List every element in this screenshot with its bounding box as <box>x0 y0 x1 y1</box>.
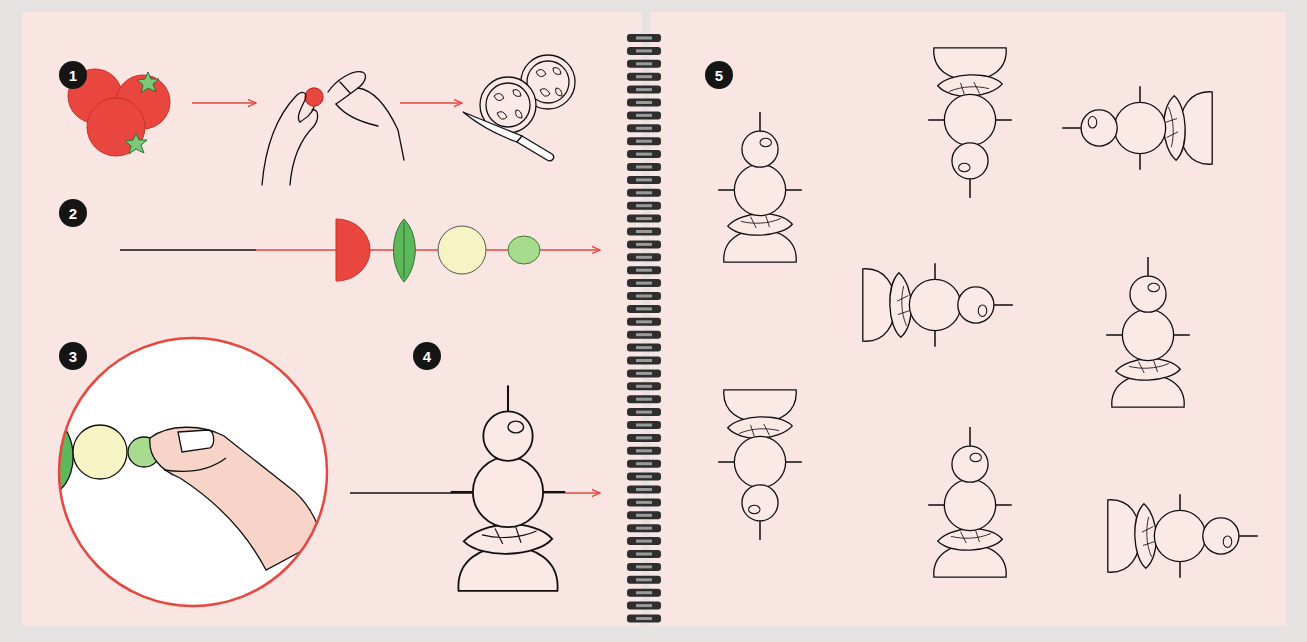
spiral-coil <box>627 369 661 377</box>
spiral-coil <box>627 473 661 481</box>
callout-number: 4 <box>413 342 441 370</box>
spiral-coil <box>627 60 661 68</box>
spiral-coil <box>627 460 661 468</box>
spiral-binding <box>627 34 661 623</box>
spiral-coil <box>627 215 661 223</box>
step-number: 3 <box>59 342 87 370</box>
spiral-coil <box>627 318 661 326</box>
spiral-coil <box>627 292 661 300</box>
spiral-coil <box>627 563 661 571</box>
spiral-coil <box>627 86 661 94</box>
skewer-arrangement <box>718 48 1258 578</box>
spiral-coil <box>627 305 661 313</box>
step-arrow <box>192 102 256 103</box>
spiral-coil <box>627 124 661 132</box>
spiral-coil <box>627 486 661 494</box>
spiral-coil <box>627 189 661 197</box>
spiral-coil <box>627 47 661 55</box>
spiral-coil <box>627 550 661 558</box>
spiral-coil <box>627 589 661 597</box>
hands-removing-stem <box>262 72 404 185</box>
spiral-coil <box>627 357 661 365</box>
spiral-coil <box>627 163 661 171</box>
spiral-coil <box>627 615 661 623</box>
spiral-coil <box>627 408 661 416</box>
zoom-detail <box>54 338 327 606</box>
step-number: 4 <box>413 342 441 370</box>
knife-and-slices <box>463 55 575 161</box>
spiral-coil <box>627 498 661 506</box>
spiral-coil <box>627 73 661 81</box>
spiral-coil <box>627 279 661 287</box>
skewer-stick <box>120 249 256 251</box>
spiral-coil <box>627 331 661 339</box>
spiral-coil <box>627 253 661 261</box>
spiral-coil <box>627 602 661 610</box>
ingredients-row <box>336 219 540 282</box>
step-number: 5 <box>705 61 733 89</box>
spiral-coil <box>627 537 661 545</box>
callout-number: 2 <box>59 199 87 227</box>
callout-number: 1 <box>59 61 87 89</box>
spiral-coil <box>627 202 661 210</box>
spiral-coil <box>627 266 661 274</box>
assembly-arrow <box>256 249 600 250</box>
spiral-coil <box>627 344 661 352</box>
spiral-coil <box>627 524 661 532</box>
spiral-coil <box>627 511 661 519</box>
spiral-coil <box>627 434 661 442</box>
callout-number: 5 <box>705 61 733 89</box>
spiral-coil <box>627 228 661 236</box>
spiral-coil <box>627 447 661 455</box>
callout-number: 3 <box>59 342 87 370</box>
right-page <box>650 12 1286 626</box>
spiral-coil <box>627 34 661 42</box>
spiral-coil <box>627 421 661 429</box>
spiral-coil <box>627 382 661 390</box>
spiral-coil <box>627 576 661 584</box>
finished-skewer <box>451 385 565 590</box>
step-number: 1 <box>59 61 87 89</box>
spiral-coil <box>627 395 661 403</box>
left-page <box>22 12 642 626</box>
spiral-coil <box>627 240 661 248</box>
spiral-coil <box>627 137 661 145</box>
step-arrow <box>400 102 462 103</box>
spiral-coil <box>627 111 661 119</box>
spiral-coil <box>627 150 661 158</box>
step-number: 2 <box>59 199 87 227</box>
spiral-coil <box>627 176 661 184</box>
spiral-coil <box>627 99 661 107</box>
